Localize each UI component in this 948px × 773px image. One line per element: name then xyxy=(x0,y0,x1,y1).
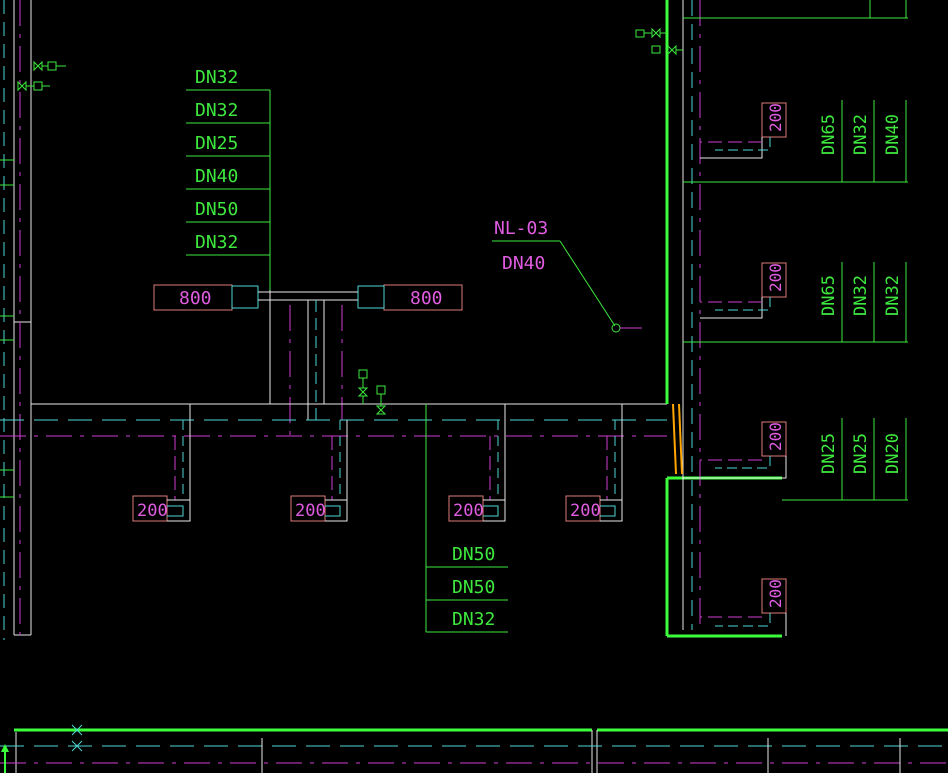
riser-name: NL-03 xyxy=(494,218,548,239)
pipe-size-label: DN25 xyxy=(851,433,871,474)
large-unit-left[interactable]: 800 xyxy=(153,284,259,311)
left-wall-lines xyxy=(0,0,32,640)
pipe-size-label: DN40 xyxy=(883,114,903,155)
pipe-size-label: DN32 xyxy=(851,114,871,155)
unit-capacity-label: 200 xyxy=(766,579,785,608)
pipe-size-label: DN65 xyxy=(819,114,839,155)
right-room-lines xyxy=(683,0,908,501)
pipe-size-label: DN32 xyxy=(195,232,238,253)
pipe-size-label: DN50 xyxy=(195,199,238,220)
cross-mark-icon xyxy=(71,724,83,736)
large-unit-right[interactable]: 800 xyxy=(357,284,463,311)
pipe-size-label: DN25 xyxy=(819,433,839,474)
pipe-size-label: DN50 xyxy=(452,544,495,565)
pipe-size-label: DN40 xyxy=(195,166,238,187)
bottom-wall-lines xyxy=(0,728,948,773)
unit-capacity-label: 200 xyxy=(570,501,601,521)
valve-icon[interactable] xyxy=(17,80,50,92)
valve-icon[interactable] xyxy=(375,385,387,415)
pipe-size-label: DN32 xyxy=(851,275,871,316)
branch-pipes xyxy=(174,404,623,632)
unit-capacity-label: 200 xyxy=(453,501,484,521)
pipe-size-label: DN32 xyxy=(195,67,238,88)
right-unit-row-2[interactable]: 200 DN65 DN32 DN32 xyxy=(700,262,903,319)
unit-capacity-label: 200 xyxy=(766,263,785,292)
large-unit-connector xyxy=(258,290,358,436)
pipe-size-label: DN20 xyxy=(883,433,903,474)
right-unit-row-3[interactable]: 200 DN25 DN25 DN20 xyxy=(682,421,903,479)
right-unit-row-1[interactable]: 200 DN65 DN32 DN40 xyxy=(700,102,903,159)
small-unit[interactable]: 200 xyxy=(448,495,506,522)
unit-capacity-label: 200 xyxy=(137,501,168,521)
bottom-label-table xyxy=(426,566,508,633)
valve-icon[interactable] xyxy=(33,60,66,72)
valve-icon[interactable] xyxy=(635,27,683,56)
pipe-size-label: DN32 xyxy=(195,100,238,121)
pipe-size-label: DN32 xyxy=(883,275,903,316)
pipe-size-label: DN25 xyxy=(195,133,238,154)
unit-capacity-label: 200 xyxy=(295,501,326,521)
small-unit[interactable]: 200 xyxy=(290,495,348,522)
main-pipes xyxy=(0,403,667,437)
valve-icon[interactable] xyxy=(357,369,369,404)
unit-capacity-label: 800 xyxy=(179,288,212,309)
pipe-size-label: DN32 xyxy=(452,609,495,630)
left-label-table xyxy=(186,89,271,290)
riser-size: DN40 xyxy=(502,253,545,274)
riser-callout[interactable]: NL-03 DN40 xyxy=(492,218,642,333)
small-unit[interactable]: 200 xyxy=(565,495,623,522)
right-unit-row-4[interactable]: 200 xyxy=(700,578,787,636)
unit-capacity-label: 200 xyxy=(766,103,785,132)
cross-mark-icon xyxy=(71,740,83,752)
pipe-size-label: DN65 xyxy=(819,275,839,316)
unit-capacity-label: 800 xyxy=(410,288,443,309)
small-unit[interactable]: 200 xyxy=(132,495,191,522)
ucs-axis-icon xyxy=(1,744,9,773)
unit-capacity-label: 200 xyxy=(766,422,785,451)
left-label-texts: DN32 DN32 DN25 DN40 DN50 DN32 xyxy=(195,67,238,253)
pipe-size-label: DN50 xyxy=(452,577,495,598)
